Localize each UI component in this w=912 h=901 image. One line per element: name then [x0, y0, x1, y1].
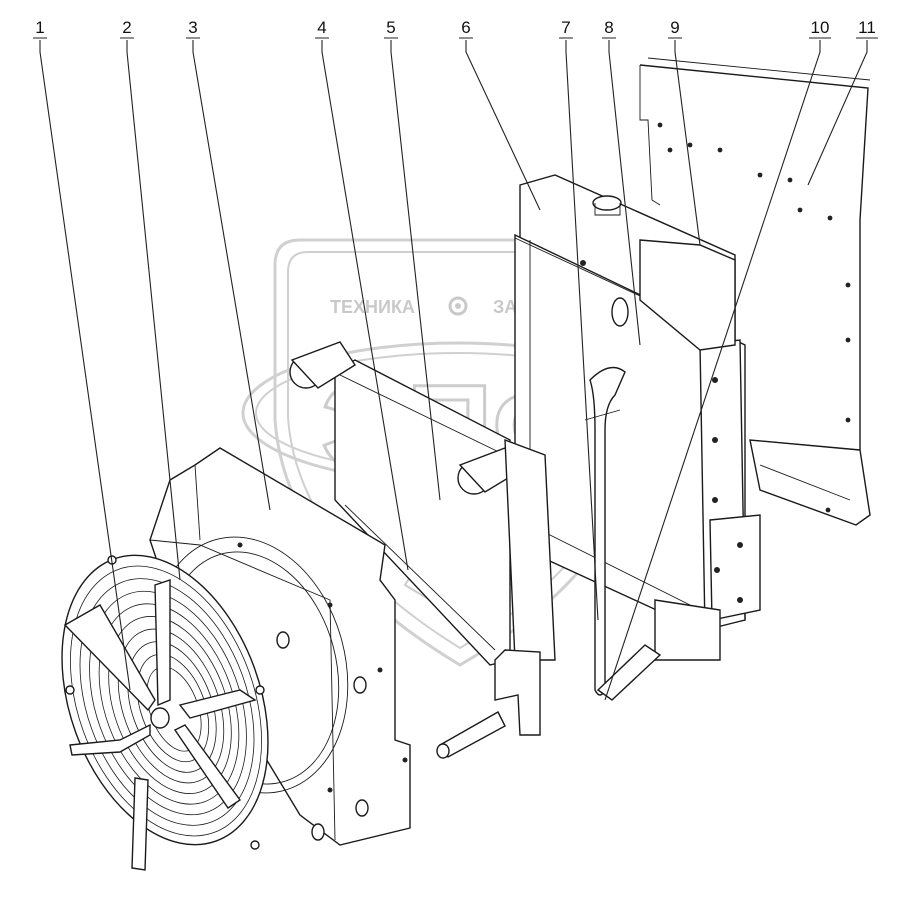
- rear-shield-plate: [639, 57, 871, 526]
- coolant-pipe: [584, 366, 662, 701]
- callout-3: 3: [188, 18, 197, 37]
- watermark-text-left: ТЕХНИКА: [330, 297, 415, 317]
- callout-10: 10: [811, 18, 830, 37]
- gear-icon: [448, 296, 468, 316]
- leader-lines: [33, 37, 878, 701]
- charge-air-cooler: [289, 341, 556, 759]
- callout-6: 6: [461, 18, 470, 37]
- grille-spokes: [63, 579, 257, 871]
- callout-4: 4: [317, 18, 326, 37]
- mounting-bracket: [436, 649, 541, 759]
- callout-5: 5: [386, 18, 395, 37]
- callout-9: 9: [670, 18, 679, 37]
- intake-pipe-left: [289, 341, 356, 389]
- callout-11: 11: [858, 18, 876, 37]
- radiator-core: [514, 174, 761, 661]
- filler-cap: [592, 195, 622, 216]
- fan-guard-grille: [61, 554, 269, 871]
- callout-7: 7: [561, 18, 570, 37]
- callout-1: 1: [35, 18, 44, 37]
- callout-8: 8: [604, 18, 613, 37]
- callout-2: 2: [122, 18, 131, 37]
- callout-labels: 1 2 3 4 5 6 7 8 9 10 11: [35, 18, 876, 37]
